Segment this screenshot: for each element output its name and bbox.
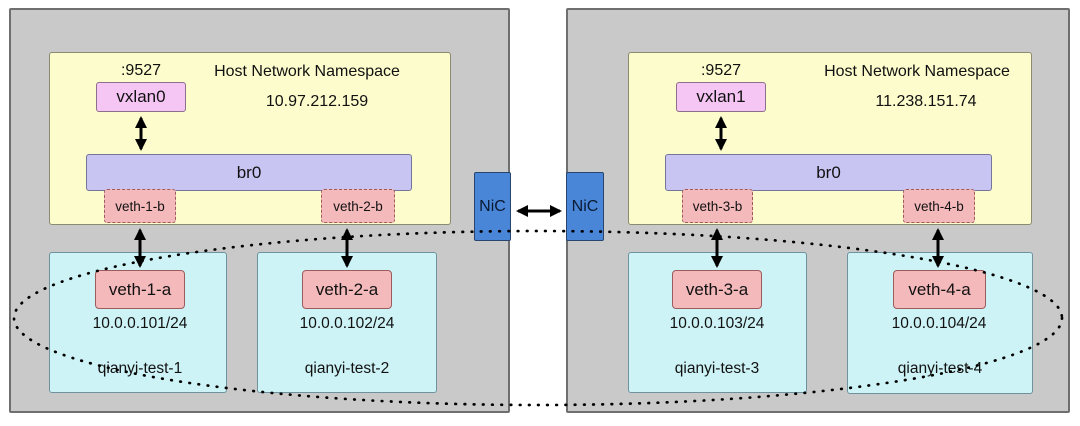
veth-4-b-device: veth-4-b bbox=[903, 189, 975, 223]
nic-label-1: NiC bbox=[479, 197, 506, 215]
veth-2-a-label: veth-2-a bbox=[315, 279, 379, 299]
veth-4-a-device: veth-4-a bbox=[893, 270, 986, 309]
nic-label-2: NiC bbox=[571, 197, 599, 215]
vxlan-udp-port-label-1: :9527 bbox=[120, 62, 162, 79]
host-ip-1: 10.97.212.159 bbox=[265, 93, 369, 110]
br0-bridge-2: br0 bbox=[665, 154, 992, 191]
netns-ip-3: 10.0.0.103/24 bbox=[669, 315, 765, 332]
veth-3-b-device: veth-3-b bbox=[682, 189, 753, 223]
host-ns-title-2: Host Network Namespace bbox=[824, 63, 1010, 80]
host-ns-title-1: Host Network Namespace bbox=[214, 63, 400, 80]
br0-label-2: br0 bbox=[816, 162, 841, 182]
veth-4-b-label: veth-4-b bbox=[914, 198, 964, 214]
nic-device-2: NiC bbox=[566, 172, 604, 241]
netns-name-3: qianyi-test-3 bbox=[674, 360, 760, 377]
host-ip-2: 11.238.151.74 bbox=[875, 93, 977, 110]
br0-label-1: br0 bbox=[236, 162, 262, 182]
veth-2-b-device: veth-2-b bbox=[321, 189, 395, 223]
netns-ip-2: 10.0.0.102/24 bbox=[299, 315, 395, 332]
veth-2-b-label: veth-2-b bbox=[333, 198, 383, 214]
netns-ip-1: 10.0.0.101/24 bbox=[92, 315, 188, 332]
vxlan0-label: vxlan0 bbox=[116, 87, 166, 106]
veth-4-a-label: veth-4-a bbox=[908, 279, 971, 299]
netns-ip-4: 10.0.0.104/24 bbox=[891, 315, 987, 332]
br0-bridge-1: br0 bbox=[86, 154, 412, 191]
veth-1-a-label: veth-1-a bbox=[108, 279, 172, 299]
nic-device-1: NiC bbox=[474, 172, 511, 241]
veth-1-a-device: veth-1-a bbox=[95, 270, 185, 309]
veth-3-a-label: veth-3-a bbox=[685, 279, 749, 299]
veth-1-b-label: veth-1-b bbox=[115, 198, 165, 214]
veth-2-a-device: veth-2-a bbox=[302, 270, 392, 309]
vxlan1-device: vxlan1 bbox=[676, 82, 766, 112]
vxlan1-label: vxlan1 bbox=[696, 87, 746, 106]
veth-3-a-device: veth-3-a bbox=[672, 270, 762, 309]
netns-name-4: qianyi-test-4 bbox=[897, 360, 983, 377]
netns-name-1: qianyi-test-1 bbox=[97, 360, 183, 377]
vxlan-udp-port-label-2: :9527 bbox=[700, 62, 742, 79]
veth-3-b-label: veth-3-b bbox=[692, 198, 743, 214]
veth-1-b-device: veth-1-b bbox=[104, 189, 176, 223]
vxlan0-device: vxlan0 bbox=[96, 82, 186, 112]
netns-name-2: qianyi-test-2 bbox=[304, 360, 390, 377]
